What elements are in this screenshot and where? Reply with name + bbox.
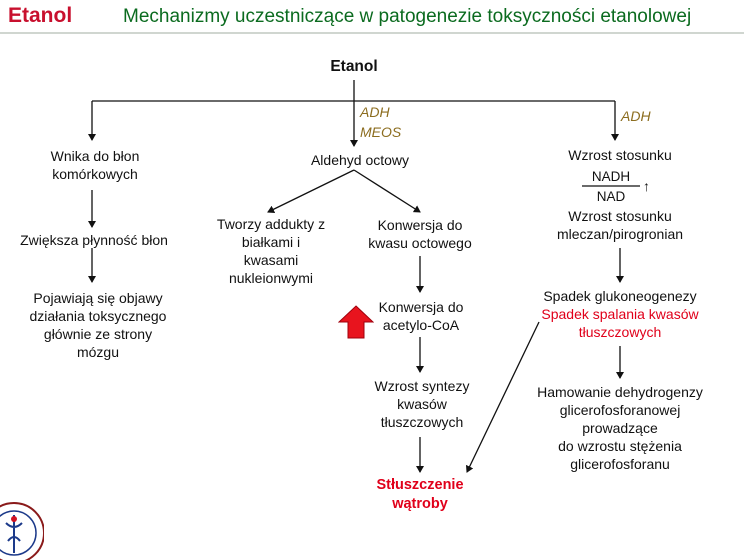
node-fatty-liver: Stłuszczenie wątroby — [376, 477, 464, 512]
ratio-up-arrow-icon: ↑ — [643, 178, 650, 194]
header-divider — [0, 32, 744, 34]
page-subtitle: Mechanizmy uczestniczące w patogenezie t… — [123, 6, 692, 27]
node-ratio-title: Wzrost stosunku — [568, 147, 672, 163]
ratio-numerator: NADH — [591, 169, 631, 184]
up-arrow-icon — [338, 305, 374, 339]
node-adducts: Tworzy addukty z białkami i kwasami nukl… — [216, 216, 326, 286]
page-title: Etanol — [8, 4, 73, 27]
node-dehydrogenase-inhibition: Hamowanie dehydrogenzy glicerofosforanow… — [537, 384, 703, 472]
root-node: Etanol — [330, 58, 378, 75]
node-acetic-acid: Konwersja do kwasu octowego — [368, 217, 472, 251]
node-fat-oxidation: Spadek spalania kwasów tłuszczowych — [541, 306, 699, 340]
node-acetaldehyde: Aldehyd octowy — [310, 152, 410, 168]
enzyme-adh-right: ADH — [621, 108, 651, 124]
node-toxic-symptoms: Pojawiają się objawy działania toksyczne… — [29, 290, 167, 360]
node-fatty-acid-synthesis: Wzrost syntezy kwasów tłuszczowych — [374, 378, 470, 430]
enzyme-adh-center: ADH — [360, 104, 390, 120]
node-membrane-fluidity: Zwiększa płynność błon — [20, 232, 168, 248]
node-gluconeogenesis: Spadek glukoneogenezy — [543, 288, 697, 304]
enzyme-meos: MEOS — [360, 124, 402, 140]
university-seal-icon — [0, 497, 44, 560]
node-lactate-ratio: Wzrost stosunku mleczan/pirogronian — [556, 208, 684, 242]
node-membrane-entry: Wnika do błon komórkowych — [50, 148, 140, 182]
ratio-denominator: NAD — [596, 189, 626, 204]
node-acetyl-coa: Konwersja do acetylo-CoA — [378, 299, 464, 333]
